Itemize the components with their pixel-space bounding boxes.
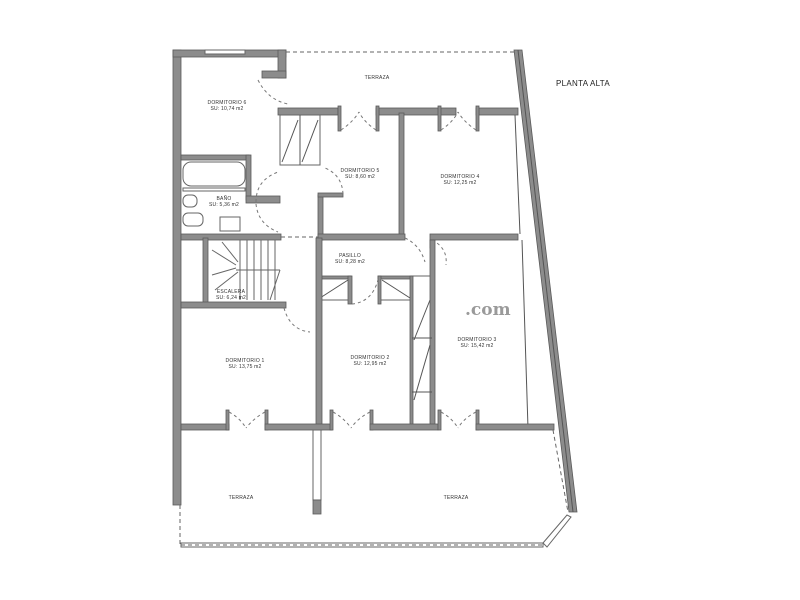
room-name: DORMITORIO 2 [350,355,390,361]
terrace-divider [312,429,322,501]
wall-bottom-dorm1-right [264,423,333,431]
bidet [182,212,204,227]
room-name: TERRAZA [443,495,469,501]
wall-stair-left [202,237,209,307]
room-area: SU: 6,24 m2 [216,295,246,301]
room-label-dormitorio-3: DORMITORIO 3 SU: 15,42 m2 [458,337,497,349]
room-name: TERRAZA [364,75,390,81]
wardrobe-dorm3 [411,275,433,427]
room-name: DORMITORIO 5 [340,168,380,174]
watermark: .com [465,300,511,320]
wall-bottom-dorm1-left [180,423,230,431]
wall-bottom-dorm3 [475,423,555,431]
staircase [211,240,281,301]
wall-mid-horizontal-right [429,233,519,241]
room-label-terraza-bottom-right: TERRAZA [444,495,469,501]
sink [219,216,241,232]
bathtub [182,161,246,187]
wall-dorm5-left [317,194,324,241]
room-label-escalera: ESCALERA SU: 6,24 m2 [216,289,246,301]
wall-dorm5-top-mid [375,107,457,116]
wall-center-vertical [315,237,323,431]
room-name: DORMITORIO 6 [207,100,247,106]
room-area: SU: 12,25 m2 [443,180,477,186]
wall-bath-top [180,154,250,161]
wall-mid-horizontal-left [180,233,282,241]
room-area: SU: 8,60 m2 [344,174,375,180]
wall-dorm4-top-right [475,107,519,116]
room-name: ESCALERA [216,289,246,295]
room-label-dormitorio-2: DORMITORIO 2 SU: 12,95 m2 [351,355,390,367]
room-name: DORMITORIO 1 [225,358,265,364]
plan-title: PLANTA ALTA [556,79,610,88]
wall-dorm5-top-left [277,107,339,116]
room-label-dormitorio-5: DORMITORIO 5 SU: 8,60 m2 [341,168,380,180]
room-name: DORMITORIO 3 [457,337,497,343]
wall-bottom-dorm2 [369,423,439,431]
room-label-terraza-top: TERRAZA [365,75,390,81]
toilet [182,194,198,208]
room-label-dormitorio-1: DORMITORIO 1 SU: 13,75 m2 [226,358,265,370]
wall-bath-right [245,154,252,201]
room-label-dormitorio-6: DORMITORIO 6 SU: 10,74 m2 [208,100,247,112]
room-label-terraza-bottom-left: TERRAZA [229,495,254,501]
room-label-pasillo: PASILLO SU: 8,28 m2 [335,253,365,265]
room-name: DORMITORIO 4 [440,174,480,180]
wall-mid-horizontal-center [317,233,406,241]
room-area: SU: 8,28 m2 [335,259,365,265]
wall-dorm6-notch [261,70,287,79]
room-name: PASILLO [339,253,361,259]
room-name: TERRAZA [228,495,254,501]
room-name: BAÑO [216,196,232,202]
wall-stair-bottom [180,301,287,309]
room-area: SU: 5,36 m2 [209,202,239,208]
room-area: SU: 12,95 m2 [353,361,387,367]
window-dorm6 [204,49,246,55]
terrace-railing [180,542,544,548]
door-swing-dorm6 [257,79,289,105]
room-label-dormitorio-4: DORMITORIO 4 SU: 12,25 m2 [441,174,480,186]
room-area: SU: 10,74 m2 [210,106,244,112]
room-area: SU: 15,42 m2 [460,343,494,349]
wall-door-jamb [337,105,342,132]
room-label-bano: BAÑO SU: 5,36 m2 [209,196,239,208]
door-swing-bath [255,171,279,203]
room-area: SU: 13,75 m2 [228,364,262,370]
wall-dorm5-dorm4 [398,112,405,239]
wall-left-outer [172,49,182,506]
